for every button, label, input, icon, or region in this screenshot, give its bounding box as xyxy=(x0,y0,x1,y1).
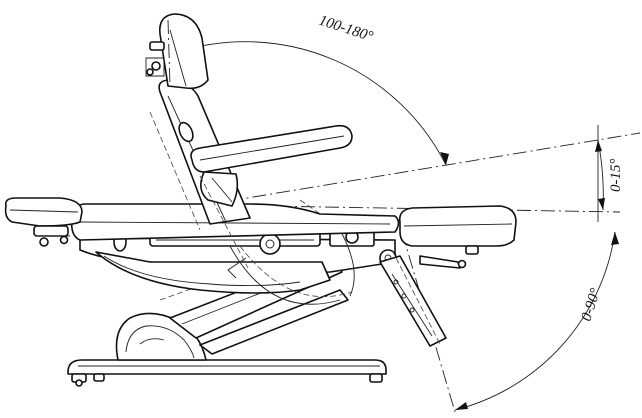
legrest-panel xyxy=(379,255,447,347)
headrest-knob xyxy=(59,235,69,245)
arrowhead-icon xyxy=(440,152,449,165)
footrest-rail xyxy=(419,255,461,269)
base-plate xyxy=(67,359,387,375)
headrest-post-block xyxy=(145,57,165,77)
headrest-post-knob xyxy=(146,68,154,76)
headrest-raised-seam xyxy=(169,29,187,87)
headrest-post-clamp xyxy=(149,41,165,51)
footrest-group xyxy=(398,205,517,269)
headrest-raised-centerline xyxy=(167,19,171,87)
link-bracket xyxy=(227,257,247,279)
seat-pivot xyxy=(259,233,281,255)
column-housing-slot xyxy=(139,338,165,345)
footrest-tilted-centerline xyxy=(204,132,641,206)
headrest-lowered xyxy=(4,197,83,247)
armrest-post-hidden xyxy=(199,175,249,269)
base-foot-mid xyxy=(93,373,105,382)
seat-skirt-contour xyxy=(103,255,301,287)
legrest-angle-label: 0-90° xyxy=(579,286,605,323)
armrest-seam xyxy=(199,135,345,161)
footrest-cushion xyxy=(398,205,517,247)
armrest-support-line xyxy=(211,177,233,203)
seat-pivot-pin xyxy=(265,239,275,249)
seat-skirt xyxy=(95,251,331,294)
footrest-seam xyxy=(403,223,513,227)
backrest-angle-arc xyxy=(177,41,447,166)
armrest-group xyxy=(190,124,353,269)
headrest-seam xyxy=(9,209,79,213)
backrest-angle-label: 100-180° xyxy=(317,13,375,46)
arrowhead-icon xyxy=(598,198,605,210)
headrest-cushion xyxy=(4,197,83,227)
footrest-knob xyxy=(457,259,467,269)
footrest-bracket xyxy=(465,245,479,255)
legrest-rivet xyxy=(401,293,407,299)
actuator-link xyxy=(339,229,355,297)
arrowhead-icon xyxy=(611,232,619,245)
armrest-pad xyxy=(190,124,353,173)
legrest-rivet xyxy=(393,279,399,285)
legrest-angle-arc xyxy=(454,231,616,411)
arrowhead-icon xyxy=(455,402,468,410)
column-housing-contour xyxy=(125,325,195,359)
legrest-panel-seam xyxy=(391,273,433,337)
lift-arm-rear xyxy=(199,289,349,355)
arrowhead-icon xyxy=(595,140,602,152)
backrest-hidden-edge xyxy=(149,111,201,231)
footrest-flat-centerline xyxy=(204,204,621,213)
caster-wheel xyxy=(75,379,83,387)
seat-cushion-seam xyxy=(79,221,391,225)
headrest-raised xyxy=(158,13,209,90)
headrest-post-knob xyxy=(151,61,161,71)
footrest-tilt-dimension: 0-15° xyxy=(204,125,641,222)
headrest-bracket xyxy=(33,225,69,237)
legrest-lowered xyxy=(379,249,447,347)
legrest-down-centerline xyxy=(401,231,456,413)
base-foot-right xyxy=(369,373,383,383)
headrest-knob xyxy=(39,237,49,247)
legrest-rivet xyxy=(409,307,415,313)
backrest-knob xyxy=(178,121,194,143)
footrest-tilt-label: 0-15° xyxy=(608,159,624,193)
